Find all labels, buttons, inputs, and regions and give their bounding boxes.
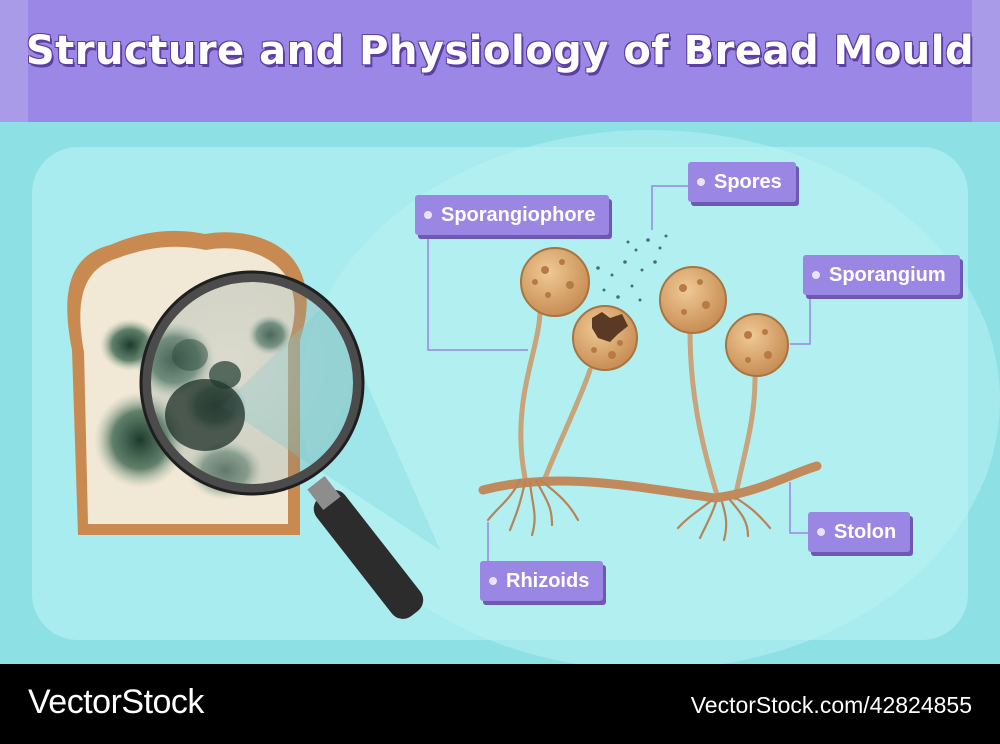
label-sporangium: Sporangium bbox=[803, 255, 960, 295]
label-text: Rhizoids bbox=[506, 570, 590, 592]
footer-bar: VectorStock VectorStock.com/42824855 bbox=[0, 664, 1000, 744]
sporangium-heads bbox=[520, 247, 789, 377]
bullet-icon bbox=[812, 271, 820, 279]
header-inner bbox=[28, 0, 972, 122]
label-spores: Spores bbox=[688, 162, 796, 202]
image-id: VectorStock.com/42824855 bbox=[690, 692, 972, 718]
spore-spots bbox=[532, 259, 772, 363]
stolon bbox=[478, 461, 822, 503]
header-bar: Structure and Physiology of Bread Mould bbox=[0, 0, 1000, 122]
magnifying-glass bbox=[139, 270, 424, 619]
label-text: Spores bbox=[714, 171, 782, 193]
page-title: Structure and Physiology of Bread Mould bbox=[25, 28, 975, 74]
sporangiophores bbox=[518, 307, 758, 501]
label-sporangiophore: Sporangiophore bbox=[415, 195, 610, 235]
rhizoids bbox=[486, 478, 772, 542]
diagram-canvas: Structure and Physiology of Bread Mould bbox=[0, 0, 1000, 664]
bullet-icon bbox=[697, 178, 705, 186]
label-text: Stolon bbox=[834, 521, 897, 543]
released-spores bbox=[596, 234, 668, 302]
bullet-icon bbox=[817, 528, 825, 536]
label-stolon: Stolon bbox=[808, 512, 911, 552]
label-rhizoids: Rhizoids bbox=[480, 561, 604, 601]
brand-logo: VectorStock bbox=[28, 683, 204, 721]
label-text: Sporangiophore bbox=[441, 204, 596, 226]
bullet-icon bbox=[489, 577, 497, 585]
label-text: Sporangium bbox=[829, 264, 946, 286]
bullet-icon bbox=[424, 211, 432, 219]
